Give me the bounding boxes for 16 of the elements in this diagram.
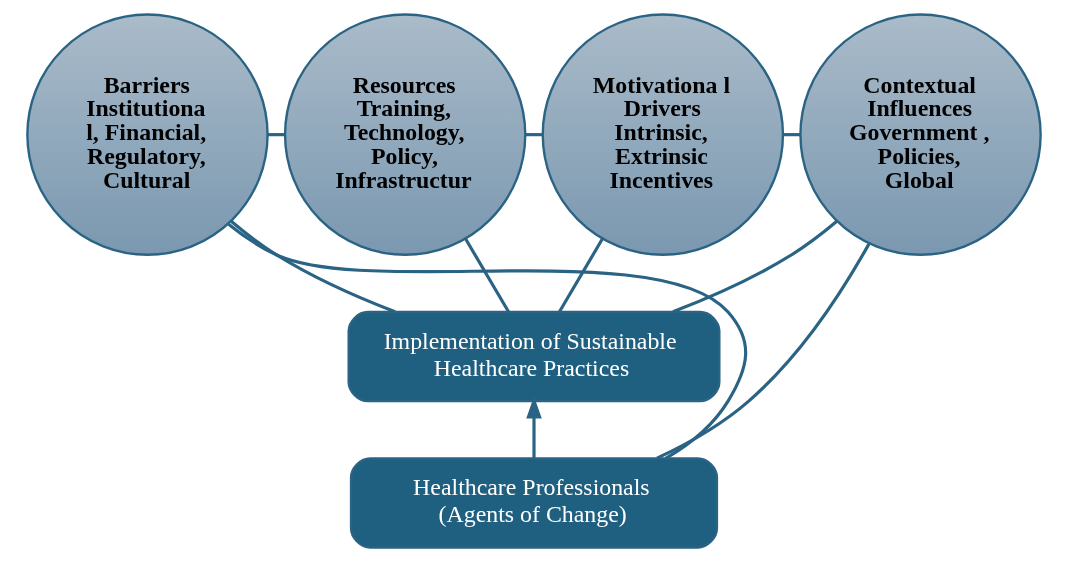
connector <box>463 237 510 313</box>
connector <box>227 222 747 460</box>
connector <box>671 220 838 314</box>
connector <box>267 133 285 137</box>
node-circle: Motivationa l Drivers Intrinsic, Extrinsic Incentives <box>541 13 784 256</box>
connector <box>655 243 870 460</box>
node-box: Implementation of Sustainable Healthcare Practices <box>347 310 720 403</box>
node-circle: Resources Training, Technology, Policy, Infrastructur <box>283 13 526 256</box>
node-circle: Barriers Institutiona l, Financial, Regulatory, Cultural <box>25 13 269 256</box>
connector <box>229 220 396 314</box>
connector <box>557 237 604 313</box>
node-circle: Contextual Influences Government , Policies, Global <box>798 13 1042 256</box>
node-box: Healthcare Professionals (Agents of Change) <box>349 457 718 549</box>
arrow <box>525 396 542 458</box>
connector <box>524 133 543 137</box>
connector <box>782 133 800 137</box>
